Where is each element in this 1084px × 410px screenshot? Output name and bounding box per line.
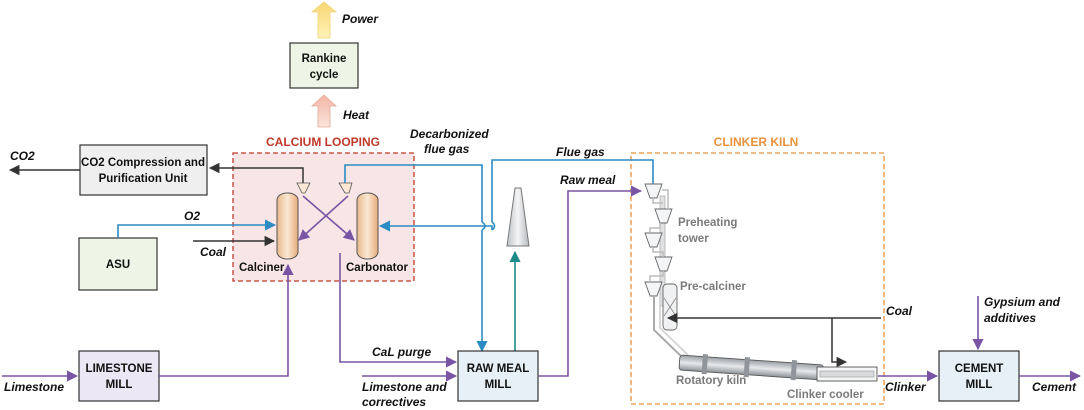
rankine-cycle-box: Rankine cycle [289, 42, 359, 89]
flue-gas-line-b [378, 220, 493, 232]
limestone-label: Limestone [4, 380, 64, 394]
cement-label: Cement [1032, 380, 1077, 394]
carbonator-label: Carbonator [346, 262, 409, 274]
cyclone-1-icon [644, 183, 663, 199]
raw-meal-mill-box: RAW MEAL MILL [457, 350, 539, 402]
preheating-tower: Preheating tower [644, 183, 737, 307]
clinker-cooler: Clinker cooler [787, 366, 878, 401]
limestone-mill-label-2: MILL [106, 379, 133, 391]
rotatory-kiln: Rotatory kiln [676, 354, 824, 387]
decarbonized-label-2: flue gas [424, 142, 470, 156]
limestone-mill-box: LIMESTONE MILL [78, 350, 160, 402]
heat-arrow: Heat [310, 94, 370, 128]
rotatory-kiln-label: Rotatory kiln [676, 375, 746, 387]
raw-meal-mill-label-1: RAW MEAL [467, 363, 530, 375]
coal-kiln-label: Coal [886, 304, 913, 318]
clinker-label: Clinker [885, 380, 927, 394]
asu-box: ASU [78, 237, 158, 291]
raw-meal-label: Raw meal [560, 173, 616, 187]
flue-gas-line-a [491, 159, 654, 222]
raw-meal-mill-label-2: MILL [485, 379, 512, 391]
clinker-cooler-label: Clinker cooler [787, 389, 864, 401]
decarbonized-label-1: Decarbonized [410, 127, 489, 141]
o2-label: O2 [184, 209, 200, 223]
calciner-vessel: Calciner [239, 182, 311, 274]
decarbonized-line-a [344, 164, 483, 222]
stack-icon [506, 187, 530, 247]
cement-mill-label-1: CEMENT [955, 363, 1004, 375]
cal-purge-label: CaL purge [372, 345, 431, 359]
carbonator-vessel: Carbonator [338, 182, 409, 274]
co2-unit-label-1: CO2 Compression and [81, 157, 205, 169]
coal-calciner-label: Coal [200, 245, 227, 259]
pre-calciner-label: Pre-calciner [680, 281, 746, 293]
co2-unit-label-2: Purification Unit [99, 173, 188, 185]
cyclone-3-icon [644, 232, 663, 248]
preheating-label-2: tower [678, 233, 709, 245]
preheating-label-1: Preheating [678, 217, 737, 229]
calcium-looping-region: CALCIUM LOOPING [232, 135, 415, 282]
clinker-kiln-title: CLINKER KILN [714, 135, 799, 149]
coal-kiln-branch [831, 318, 848, 368]
cement-mill-label-2: MILL [966, 379, 993, 391]
co2-label: CO2 [10, 149, 35, 163]
calciner-cyclone-icon [296, 182, 311, 194]
heat-label: Heat [343, 108, 370, 122]
carbonator-to-calciner-line [298, 195, 349, 241]
calciner-label: Calciner [239, 262, 285, 274]
limestone-mill-label-1: LIMESTONE [86, 363, 153, 375]
gypsium-label-2: additives [984, 311, 1036, 325]
limestone-correctives-label-2: correctives [362, 395, 426, 409]
co2-compression-box: CO2 Compression and Purification Unit [79, 144, 208, 196]
calciner-to-carbonator-line [302, 195, 355, 241]
cyclone-5-icon [644, 281, 663, 297]
cal-purge-line [339, 253, 458, 368]
o2-line [117, 219, 277, 238]
asu-label: ASU [106, 259, 130, 271]
flue-gas-label: Flue gas [556, 145, 605, 159]
limestone-correctives-label-1: Limestone and [362, 380, 447, 394]
rankine-label-2: cycle [310, 69, 339, 81]
calcium-looping-title: CALCIUM LOOPING [266, 135, 380, 149]
power-label: Power [342, 12, 379, 26]
power-arrow: Power [310, 1, 379, 39]
carbonator-cyclone-icon [338, 182, 353, 194]
limestone-to-calciner-line [159, 263, 294, 377]
rankine-label-1: Rankine [302, 53, 347, 65]
cyclone-4-icon [654, 256, 673, 272]
raw-meal-line [538, 185, 643, 377]
cement-mill-box: CEMENT MILL [938, 350, 1020, 402]
calciner-co2-line [208, 162, 304, 183]
gypsium-label-1: Gypsium and [984, 295, 1061, 309]
cyclone-2-icon [654, 208, 673, 224]
